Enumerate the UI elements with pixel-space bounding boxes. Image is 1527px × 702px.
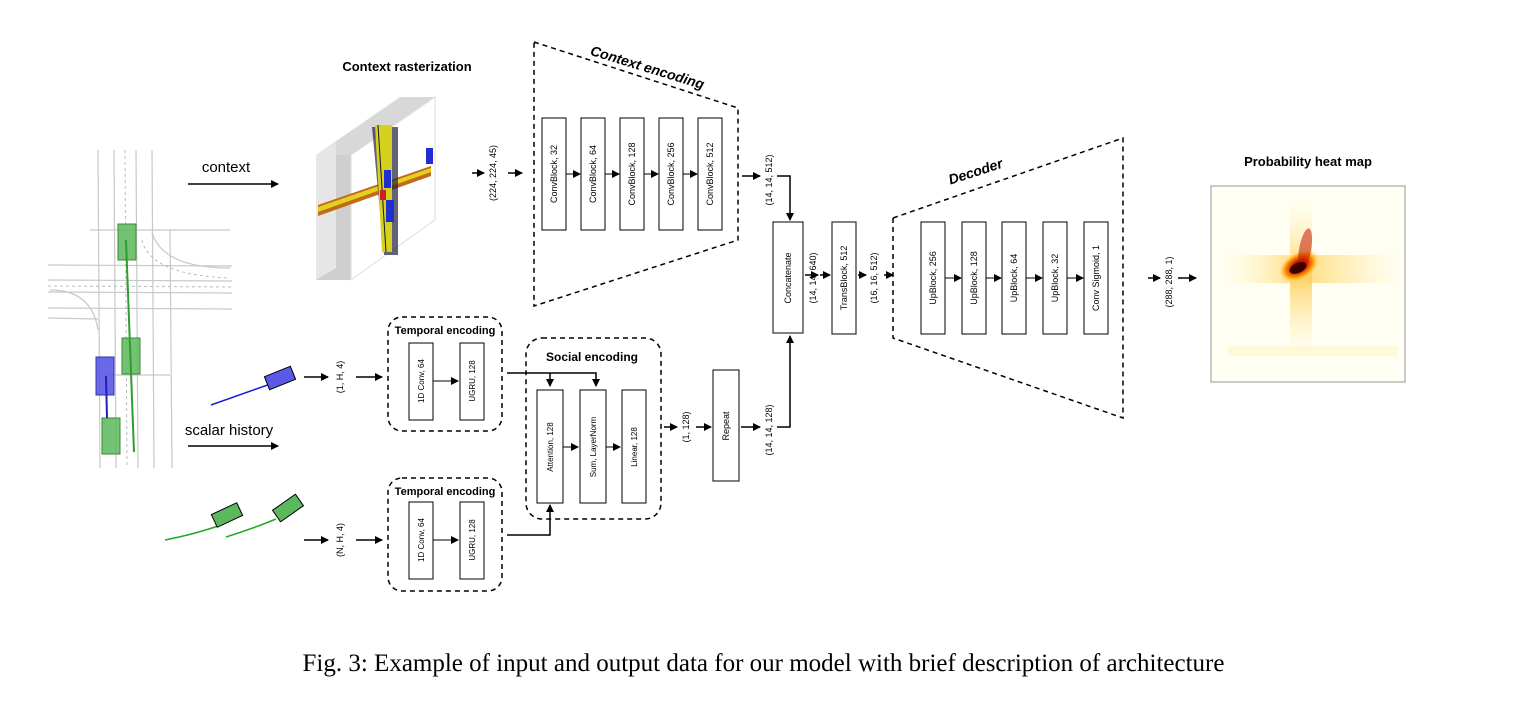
raster-shape-label: (224, 224, 45) xyxy=(488,145,498,201)
temporal-bottom-ugru-block xyxy=(459,501,485,580)
decoder-block xyxy=(920,221,946,335)
decoder-out-shape-label: (288, 288, 1) xyxy=(1164,256,1174,307)
linear-block xyxy=(621,389,647,504)
decoder-block-label: Conv Sigmoid, 1 xyxy=(1091,245,1101,311)
decoder-block-label: UpBlock, 256 xyxy=(928,251,938,305)
intersection-scene xyxy=(47,149,233,469)
temporal-bottom-conv-block xyxy=(408,501,434,580)
sum-layernorm-block xyxy=(579,389,607,504)
decoder-block xyxy=(1083,221,1109,335)
encoder-block-label: ConvBlock, 32 xyxy=(549,145,559,203)
ego-hist-shape-label: (1, H, 4) xyxy=(335,361,345,394)
temporal-bottom-conv-label: 1D Conv, 64 xyxy=(417,518,426,562)
repeat-out-shape-label: (14, 14, 128) xyxy=(764,404,774,455)
encoder-block xyxy=(658,117,684,231)
social-encoding-frame xyxy=(525,337,662,520)
social-out-shape-label: (1, 128) xyxy=(681,411,691,442)
concatenate-block xyxy=(772,221,804,334)
temporal-bottom-ugru-label: UGRU, 128 xyxy=(468,519,477,561)
ego-history-icon xyxy=(210,365,297,406)
scalar-history-label: scalar history xyxy=(185,422,274,439)
agents-hist-shape-label: (N, H, 4) xyxy=(335,523,345,557)
decoder-blocks: UpBlock, 256 UpBlock, 128 UpBlock, 64 Up… xyxy=(920,221,1109,335)
trans-out-shape-label: (16, 16, 512) xyxy=(869,252,879,303)
decoder-block-label: UpBlock, 64 xyxy=(1009,254,1019,303)
raster-cube xyxy=(316,96,436,281)
temporal-top-ugru-label: UGRU, 128 xyxy=(468,360,477,402)
sum-layernorm-label: Sum, LayerNorm xyxy=(589,416,598,477)
decoder-block-label: UpBlock, 32 xyxy=(1050,254,1060,303)
probability-heatmap xyxy=(1210,185,1406,383)
repeat-label: Repeat xyxy=(721,411,731,441)
temporal-top-conv-label: 1D Conv, 64 xyxy=(417,359,426,403)
context-encoding-frame xyxy=(533,40,739,308)
encoder-block xyxy=(580,117,606,231)
temporal-encoding-top-title: Temporal encoding xyxy=(395,325,496,337)
encoder-block-label: ConvBlock, 128 xyxy=(627,142,637,205)
linear-label: Linear, 128 xyxy=(630,427,639,467)
encoder-block-label: ConvBlock, 64 xyxy=(588,145,598,203)
encoder-out-shape-label: (14, 14, 512) xyxy=(764,154,774,205)
context-encoding-title: Context encoding xyxy=(589,42,707,92)
decoder-block-label: UpBlock, 128 xyxy=(969,251,979,305)
encoder-block-label: ConvBlock, 256 xyxy=(666,142,676,205)
attention-block xyxy=(536,389,564,504)
figure-caption: Fig. 3: Example of input and output data… xyxy=(302,650,1225,677)
heatmap-title: Probability heat map xyxy=(1244,154,1372,169)
social-encoding-title: Social encoding xyxy=(546,350,638,364)
concat-out-shape-label: (14, 14, 640) xyxy=(808,252,818,303)
decoder-frame xyxy=(892,136,1124,420)
context-rasterization-title: Context rasterization xyxy=(342,59,471,74)
encoder-blocks: ConvBlock, 32 ConvBlock, 64 ConvBlock, 1… xyxy=(541,117,723,231)
encoder-block-label: ConvBlock, 512 xyxy=(705,142,715,205)
decoder-block xyxy=(961,221,987,335)
decoder-block xyxy=(1042,221,1068,335)
context-label: context xyxy=(202,159,251,176)
temporal-encoding-bottom-title: Temporal encoding xyxy=(395,486,496,498)
encoder-block xyxy=(697,117,723,231)
ego-trajectory xyxy=(105,375,108,419)
ego-vehicle xyxy=(95,356,115,396)
repeat-block xyxy=(712,369,740,482)
concatenate-label: Concatenate xyxy=(783,252,793,303)
transblock xyxy=(831,221,857,335)
encoder-block xyxy=(619,117,645,231)
agent-trajectory xyxy=(125,239,135,453)
temporal-top-ugru-block xyxy=(459,342,485,421)
transblock-label: TransBlock, 512 xyxy=(839,246,849,311)
agents-history-icon xyxy=(164,493,305,541)
encoder-block xyxy=(541,117,567,231)
agent-vehicle xyxy=(101,417,121,455)
attention-label: Attention, 128 xyxy=(546,422,555,472)
decoder-block xyxy=(1001,221,1027,335)
